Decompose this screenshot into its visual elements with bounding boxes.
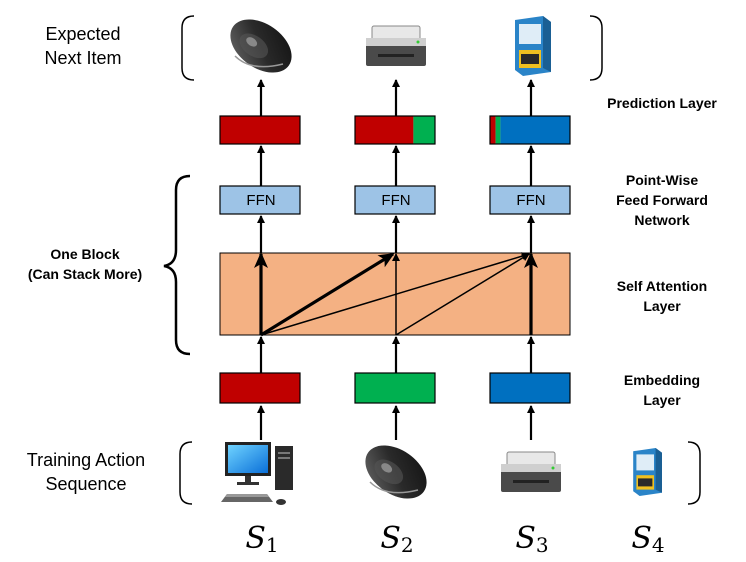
prediction-segment-3-3 xyxy=(500,116,570,144)
one-block-curly-brace xyxy=(163,174,191,356)
expected-items-left-bracket xyxy=(181,15,195,81)
embedding-box-2 xyxy=(354,372,436,404)
attention-arrows xyxy=(254,252,538,337)
embedding-box-1 xyxy=(219,372,301,404)
desktop-computer-icon xyxy=(221,442,293,505)
sequence-label-2: S2 xyxy=(380,521,413,557)
ffn-label-3: FFN xyxy=(516,192,545,209)
prediction-segment-3-1 xyxy=(490,116,496,144)
attn-arrow-1-3 xyxy=(260,252,530,336)
ink-cartridge-box-icon xyxy=(633,448,662,496)
ffn-label-1: FFN xyxy=(246,192,275,209)
self-attention-layer-label: Self Attention Layer xyxy=(616,278,708,314)
prediction-box-2 xyxy=(354,115,436,145)
sequence-label-1: S1 xyxy=(245,521,278,557)
ink-cartridge-box-icon xyxy=(515,16,551,76)
prediction-segment-2-1 xyxy=(355,116,414,144)
ffn-box-2 xyxy=(354,185,436,215)
prediction-layer-label: Prediction Layer xyxy=(607,95,717,111)
laser-printer-icon xyxy=(366,25,426,66)
prediction-box-3 xyxy=(489,115,571,145)
prediction-box-1 xyxy=(219,115,301,145)
prediction-segment-3-2 xyxy=(495,116,501,144)
expected-next-item-label: Expected Next Item xyxy=(44,24,122,68)
ffn-box-3 xyxy=(489,185,571,215)
computer-mouse-icon xyxy=(230,19,292,73)
ffn-label-2: FFN xyxy=(381,192,410,209)
expected-items-right-bracket xyxy=(589,15,603,81)
sequence-label-4: S4 xyxy=(631,521,664,557)
training-items-left-bracket xyxy=(179,441,193,505)
attn-arrow-2-3 xyxy=(395,253,530,336)
point-wise-ffn-label: Point-Wise Feed Forward Network xyxy=(616,172,708,228)
training-action-sequence-label: Training Action Sequence xyxy=(26,450,146,494)
ffn-box-1 xyxy=(219,185,301,215)
one-block-label: One Block (Can Stack More) xyxy=(27,246,143,282)
sequence-label-3: S3 xyxy=(515,521,548,557)
embedding-box-3 xyxy=(489,372,571,404)
prediction-segment-1-1 xyxy=(220,116,300,144)
training-items-right-bracket xyxy=(687,441,701,505)
prediction-segment-2-2 xyxy=(413,116,435,144)
laser-printer-icon xyxy=(501,451,561,492)
embedding-layer-label: Embedding Layer xyxy=(623,372,701,408)
computer-mouse-icon xyxy=(365,445,427,499)
attn-arrow-1-2 xyxy=(260,252,395,337)
